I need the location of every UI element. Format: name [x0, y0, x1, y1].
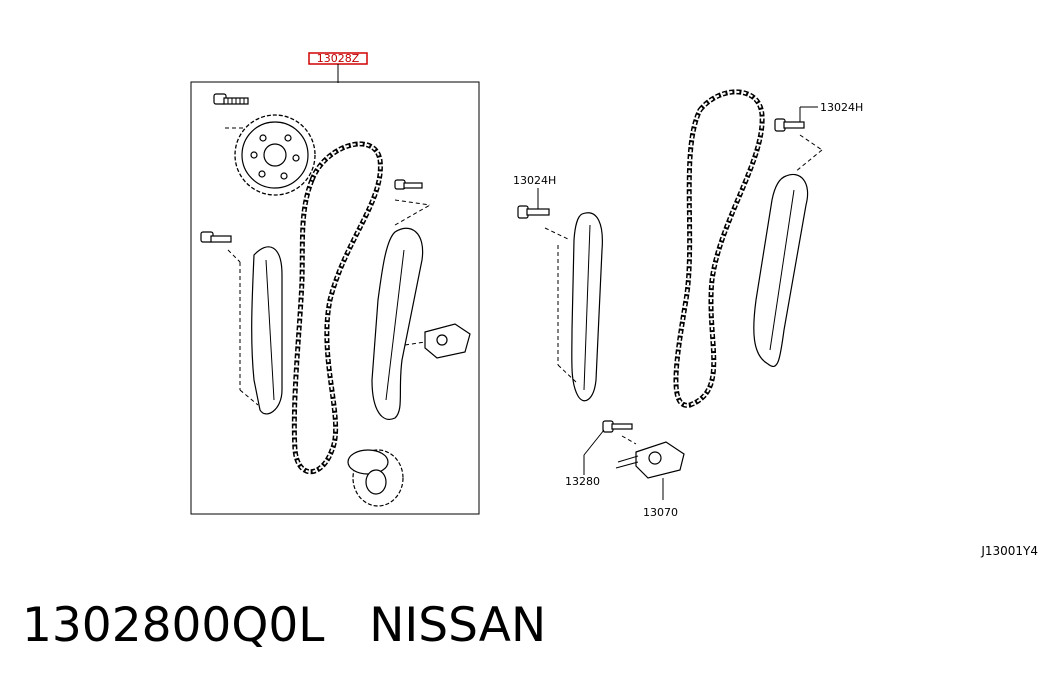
kit-tensioner [404, 323, 471, 359]
chain-tensioner [615, 441, 685, 479]
bolt-upper-right [774, 118, 823, 173]
slack-guide-middle [557, 212, 603, 402]
kit-chain-guide-left [239, 246, 283, 415]
kit-bolt-guide [394, 179, 431, 226]
kit-callout-label: 13028Z [317, 52, 360, 65]
callout-bolt-middle[interactable]: 13024H [513, 174, 556, 187]
kit-box [190, 81, 480, 515]
part-caption: 1302800Q0L NISSAN [22, 598, 546, 653]
kit-bolt-top [213, 93, 252, 129]
kit-callout[interactable]: 13028Z [308, 52, 368, 65]
brand-name: NISSAN [369, 598, 547, 653]
kit-bolt-left [200, 231, 241, 263]
bolt-middle [517, 205, 571, 241]
kit-tensioner-guide [371, 227, 424, 420]
kit-timing-chain [291, 141, 383, 475]
diagram-code: J13001Y4 [980, 544, 1038, 558]
callout-tensioner[interactable]: 13070 [643, 506, 678, 519]
bolt-tensioner [602, 420, 637, 445]
chain-guide-right [753, 173, 809, 367]
callout-bolt-tensioner[interactable]: 13280 [565, 475, 600, 488]
crank-sprocket [347, 449, 404, 507]
part-number: 1302800Q0L [22, 598, 325, 653]
callout-bolt-upper-right[interactable]: 13024H [820, 101, 863, 114]
cam-sprocket [234, 114, 316, 196]
